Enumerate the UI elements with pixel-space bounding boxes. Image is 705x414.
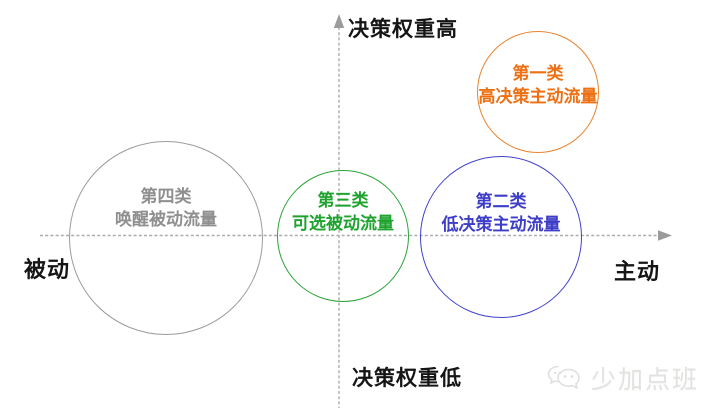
circle-category-4: 第四类 唤醒被动流量 — [69, 141, 263, 335]
circle-category-4-title: 第四类 — [140, 187, 192, 207]
circle-category-2-title: 第二类 — [475, 192, 527, 212]
axis-label-left: 被动 — [24, 258, 71, 283]
axis-label-top: 决策权重高 — [348, 17, 458, 41]
axis-label-right: 主动 — [614, 260, 661, 285]
circle-category-3: 第三类 可选被动流量 — [277, 170, 409, 302]
chat-bubbles-icon — [547, 365, 580, 390]
circle-category-3-desc: 可选被动流量 — [292, 214, 394, 234]
circle-category-4-desc: 唤醒被动流量 — [115, 210, 217, 230]
circle-category-3-title: 第三类 — [317, 191, 369, 211]
right-arrowhead-icon — [658, 230, 672, 241]
circle-category-1: 第一类 高决策主动流量 — [477, 31, 599, 153]
up-arrowhead-icon — [333, 14, 345, 28]
watermark-text: 少加点班 — [591, 365, 700, 394]
axis-label-bottom: 决策权重低 — [352, 366, 462, 390]
circle-category-1-desc: 高决策主动流量 — [478, 87, 598, 107]
circle-category-2: 第二类 低决策主动流量 — [420, 156, 582, 318]
circle-category-2-desc: 低决策主动流量 — [441, 215, 561, 235]
watermark: 少加点班 — [544, 360, 699, 396]
circle-category-1-title: 第一类 — [512, 64, 564, 84]
